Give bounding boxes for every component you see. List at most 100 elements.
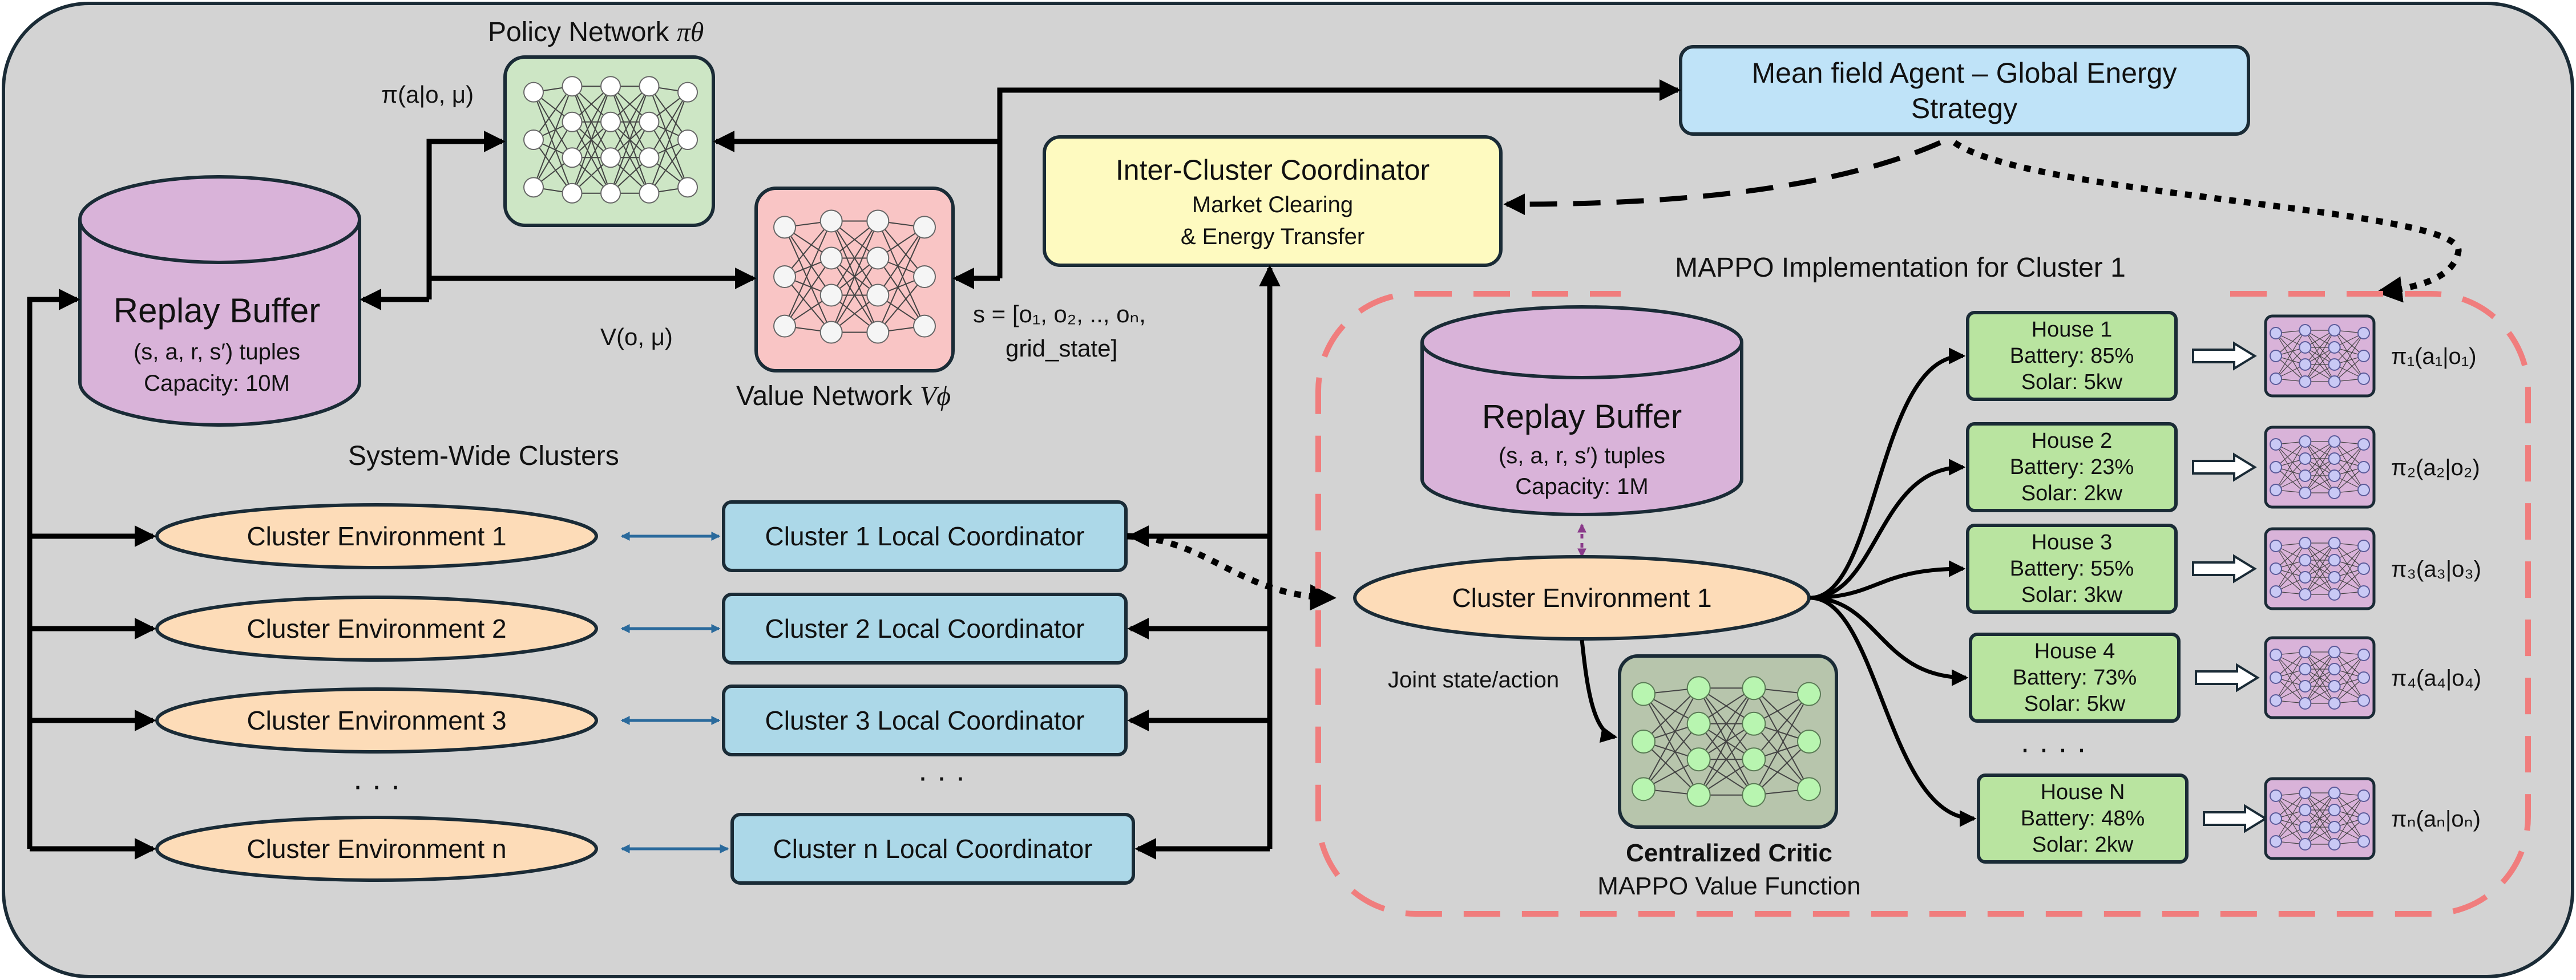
house-to-policy-arrow [2192, 452, 2257, 482]
critic-nn-node [1797, 730, 1821, 754]
agent-nn-node [2270, 484, 2282, 496]
critic-nn-edge [1698, 687, 1755, 760]
agent-nn-node [2328, 787, 2341, 799]
replay-buffer-mappo: Replay Buffer (s, a, r, s′) tuples Capac… [1420, 305, 1743, 516]
agent-nn-node [2270, 649, 2282, 661]
cluster-env-label: Cluster Environment 2 [247, 614, 506, 643]
replay-main-tuples: (s, a, r, s′) tuples [134, 339, 300, 365]
value-nn-node [773, 314, 796, 338]
agent-nn-node [2328, 588, 2341, 601]
value-network-title: Value Network Vϕ [736, 381, 951, 411]
replay-main-capacity: Capacity: 10M [144, 371, 290, 396]
agent-nn-edge [2275, 795, 2306, 828]
policy-nn-edge [533, 92, 573, 158]
value-nn-node [913, 314, 936, 338]
agent-nn-edge [2304, 441, 2335, 493]
agent-policy-label: π₂(a₂|o₂) [2391, 455, 2480, 480]
agent-nn-edge [2275, 441, 2306, 468]
value-nn-edge [877, 276, 925, 333]
agent-nn-edge [2334, 333, 2364, 382]
agent-nn-node [2328, 697, 2341, 710]
agent-nn-node [2270, 694, 2282, 707]
agent-nn-node [2270, 671, 2282, 684]
mappo-cluster-env: Cluster Environment 1 [1353, 555, 1811, 641]
agent-nn-node [2299, 588, 2312, 601]
policy-nn-edge [610, 122, 650, 194]
house-name: House 1 [2032, 318, 2113, 342]
agent-nn-edge [2275, 669, 2306, 701]
agent-nn-node [2299, 435, 2312, 448]
mappo-replay-tuples: (s, a, r, s′) tuples [1499, 443, 1665, 468]
value-nn-node [819, 209, 843, 233]
agent-nn-edge [2334, 441, 2364, 468]
critic-nn-edge [1643, 694, 1699, 796]
policy-nn-node [523, 82, 544, 103]
agent-nn-node [2299, 358, 2312, 371]
value-nn-edge [784, 226, 832, 333]
local-coordinator-label: Cluster 1 Local Coordinator [765, 521, 1085, 551]
critic-nn-node [1686, 783, 1711, 807]
agent-nn-node [2328, 838, 2341, 851]
agent-nn-node [2270, 438, 2282, 451]
agent-nn-edge [2275, 333, 2306, 365]
centralized-critic: Centralized Critic MAPPO Value Function [1597, 654, 1861, 900]
house-battery: Battery: 55% [2010, 557, 2134, 581]
agent-nn-edge [2275, 545, 2306, 595]
agent-nn-edge [2275, 347, 2306, 379]
agent-nn-edge [2334, 818, 2364, 845]
critic-nn-node [1742, 711, 1766, 736]
agent-nn-node [2270, 327, 2282, 339]
policy-nn-node [562, 111, 583, 132]
agent-nn-node [2357, 327, 2370, 339]
value-nn-edge [830, 220, 879, 296]
cluster-env-label: Cluster Environment n [247, 834, 506, 864]
agent-nn-node [2328, 663, 2341, 675]
agent-nn-edge [2334, 669, 2364, 701]
agent-policy-label: π₄(a₄|o₄) [2391, 666, 2481, 691]
policy-nn-edge [533, 122, 573, 188]
critic-nn-node [1686, 676, 1711, 700]
policy-nn-edge [533, 139, 573, 194]
agent-nn-edge [2334, 333, 2364, 365]
house-box [1977, 774, 2189, 864]
coordinator-line1: Market Clearing [1192, 192, 1353, 217]
agent-nn-edge [2334, 542, 2364, 569]
critic-nn-node [1632, 730, 1656, 754]
policy-nn-edge [610, 86, 650, 194]
house-battery: Battery: 23% [2010, 455, 2134, 479]
agent-nn-node [2328, 358, 2341, 371]
agent-nn-node [2357, 835, 2370, 848]
value-nn-node [819, 246, 843, 270]
policy-nn-edge [571, 86, 611, 158]
house-battery: Battery: 48% [2021, 807, 2145, 831]
value-nn-node [866, 246, 890, 270]
agent-nn-node [2357, 461, 2370, 473]
value-nn-node [866, 321, 890, 344]
house-to-policy-arrow [2192, 341, 2257, 371]
critic-nn-edge [1753, 694, 1810, 796]
agent-nn-edge [2275, 654, 2306, 704]
agent-nn-edge [2334, 330, 2364, 379]
agent-policy-label: π₃(a₃|o₃) [2391, 557, 2481, 582]
env-to-house-arrow [1810, 459, 1966, 600]
agent-nn-node [2328, 341, 2341, 354]
agent-nn-edge [2275, 545, 2306, 578]
main-connectors [27, 79, 1681, 849]
critic-nn-edge [1753, 723, 1810, 789]
policy-nn-node [677, 82, 698, 103]
left-rail [27, 289, 80, 849]
agent-nn-edge [2334, 795, 2364, 845]
agent-nn-edge [2334, 809, 2364, 842]
value-nn-node [819, 284, 843, 307]
critic-nn-edge [1753, 687, 1810, 742]
house-name: House 3 [2032, 531, 2113, 554]
policy-nn-node [639, 111, 660, 132]
house-name: House N [2041, 780, 2125, 804]
agent-nn-node [2357, 671, 2370, 684]
critic-network-graph [1632, 676, 1821, 807]
agent-nn-node [2299, 804, 2312, 816]
house-to-policy-arrow [2195, 663, 2260, 693]
